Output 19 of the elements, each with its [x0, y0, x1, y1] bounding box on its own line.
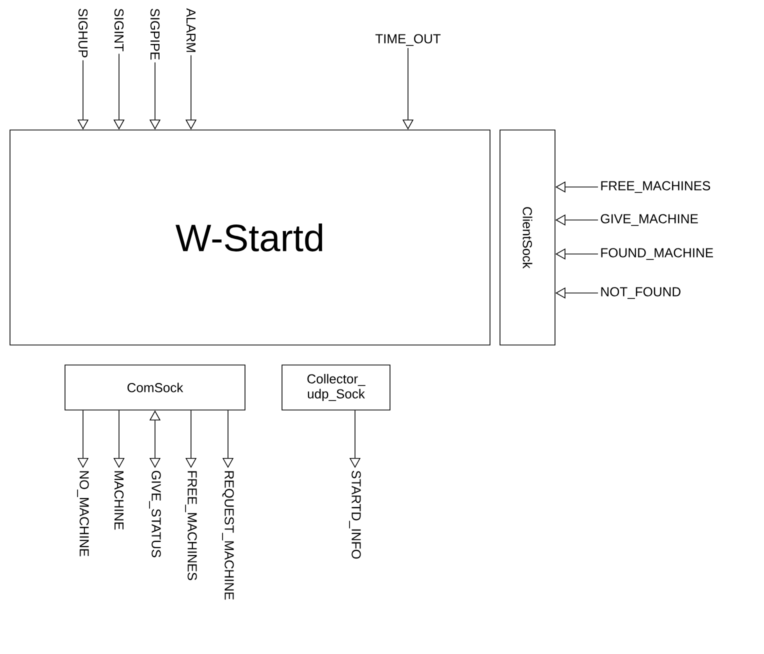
signal-label: SIGPIPE	[150, 8, 160, 60]
signal-label: GIVE_STATUS	[149, 470, 161, 558]
signal-label: SIGHUP	[78, 8, 88, 58]
component-box: W-Startd	[10, 130, 490, 346]
signal-label: STARTD_INFO	[349, 470, 361, 559]
signal-label: MACHINE	[114, 471, 124, 530]
socket-box: ClientSock	[500, 130, 556, 346]
signal-label: FOUND_MACHINE	[601, 248, 714, 260]
socket-box: Collector_ udp_Sock	[282, 364, 390, 410]
signal-label: SIGINT	[114, 8, 124, 52]
signal-label: NOT_FOUND	[601, 287, 680, 299]
signal-label: FREE_MACHINES	[601, 181, 710, 193]
signal-label: FREE_MACHINES	[185, 471, 197, 580]
signal-label: NO_MACHINE	[77, 471, 89, 556]
signal-label: ALARM	[186, 8, 196, 52]
socket-box: ComSock	[64, 364, 246, 410]
signal-label: GIVE_MACHINE	[600, 214, 698, 226]
signal-label: REQUEST_MACHINE	[222, 471, 234, 600]
signal-label: TIME_OUT	[375, 34, 441, 46]
